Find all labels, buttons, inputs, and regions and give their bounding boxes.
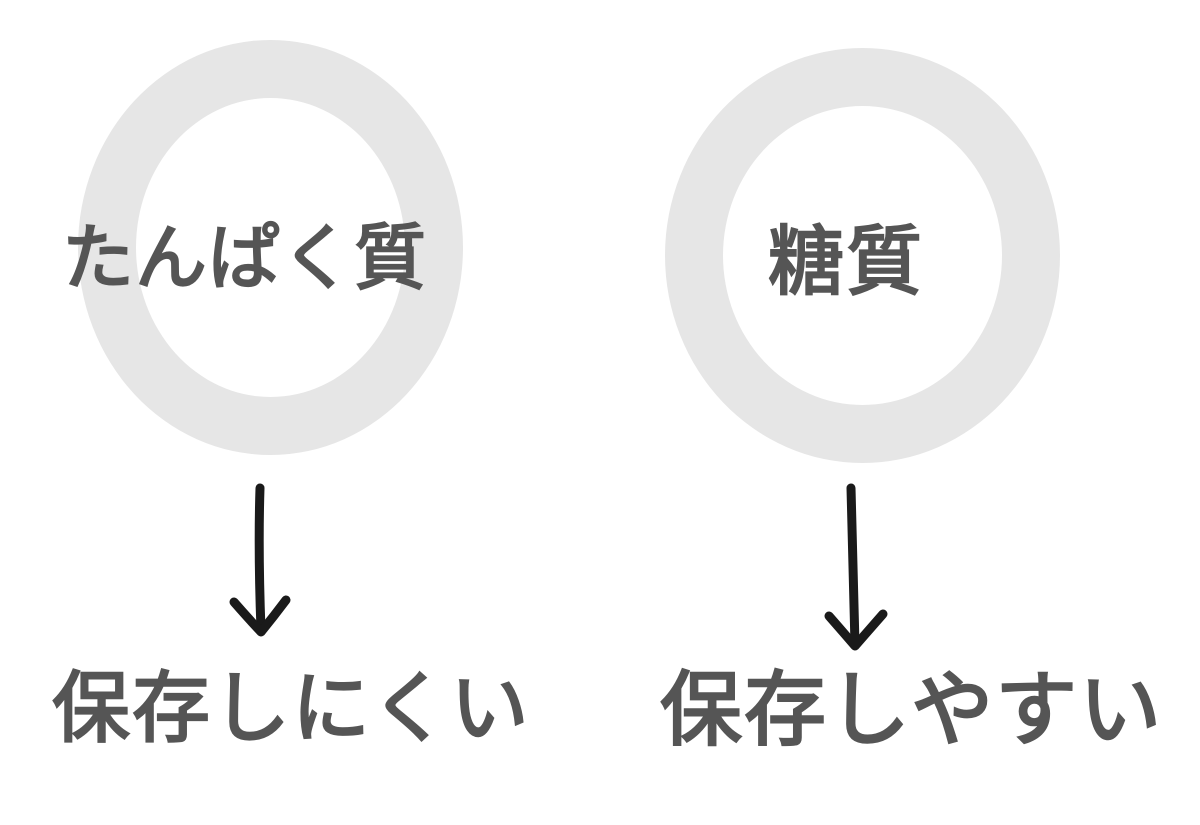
down-arrow-icon <box>229 483 291 637</box>
down-arrow-icon <box>824 483 888 651</box>
protein-label: たんぱく質 <box>62 216 428 300</box>
protein-result: 保存しにくい <box>52 664 531 754</box>
carbohydrate-result: 保存しやすい <box>660 663 1164 758</box>
carbohydrate-label: 糖質 <box>768 217 924 306</box>
